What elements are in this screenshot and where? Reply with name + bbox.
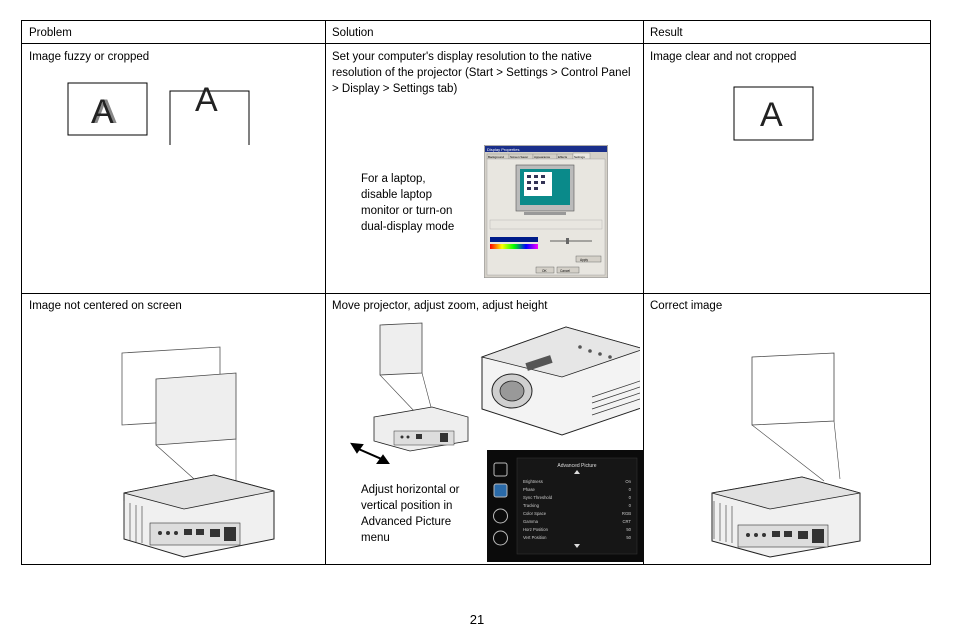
fuzzy-letter: A — [91, 93, 114, 131]
solution-move-projector: Move projector, adjust zoom, adjust heig… — [332, 300, 548, 312]
dialog-apply-button: Apply — [580, 258, 588, 262]
projector-icon — [711, 476, 861, 558]
display-properties-dialog: Display Properties Background Screen Sav… — [484, 145, 608, 278]
row-divider — [22, 293, 930, 294]
menu-item-label: Sync Threshold — [523, 495, 553, 500]
header-problem: Problem — [29, 27, 72, 39]
dialog-tab: Settings — [574, 155, 585, 159]
menu-scroll-down-icon — [574, 544, 580, 548]
dialog-title: Display Properties — [487, 147, 519, 152]
result-clear: Image clear and not cropped — [650, 51, 797, 63]
page-number: 21 — [469, 612, 485, 627]
settings-menu-icon — [493, 508, 508, 524]
result-correct: Correct image — [650, 300, 723, 312]
menu-item-label: Gamma — [523, 519, 539, 524]
solution-laptop-note: For a laptop, disable laptop monitor or … — [361, 173, 455, 233]
projector-move-illustration — [350, 322, 640, 464]
large-projector-icon — [480, 326, 640, 436]
move-arrows-icon — [350, 442, 390, 464]
column-divider — [325, 21, 326, 564]
clear-letter: A — [760, 96, 783, 134]
menu-item-value: CRT — [622, 519, 631, 524]
advanced-menu-icon — [493, 530, 508, 546]
menu-item-label: Vert Position — [523, 535, 547, 540]
dialog-tab: Appearance — [534, 155, 551, 159]
menu-scroll-up-icon — [574, 470, 580, 474]
dialog-tab: Effects — [558, 155, 568, 159]
advanced-picture-menu: Advanced Picture Brightness On Phase 0 S… — [487, 450, 644, 562]
solution-menu-note: Adjust horizontal or vertical position i… — [361, 484, 460, 544]
menu-item-value: 50 — [626, 535, 631, 540]
fuzzy-cropped-illustration: A A A — [67, 81, 250, 145]
dialog-ok-button: OK — [542, 269, 547, 273]
menu-item-value: 0 — [629, 495, 632, 500]
problem-not-centered: Image not centered on screen — [29, 300, 182, 312]
small-projector-icon — [373, 406, 469, 452]
menu-item-value: On — [625, 479, 631, 484]
menu-item-value: 50 — [626, 527, 631, 532]
dialog-cancel-button: Cancel — [560, 269, 570, 273]
menu-item-label: Tracking — [523, 503, 540, 508]
projector-correct-illustration — [711, 352, 861, 558]
dialog-tab: Screen Saver — [510, 155, 528, 159]
header-result: Result — [650, 27, 683, 39]
picture-menu-icon — [493, 462, 508, 477]
projector-icon — [123, 474, 275, 558]
menu-item-label: Color Space — [523, 511, 547, 516]
row-divider — [22, 43, 930, 44]
menu-item-label: Horz Position — [523, 527, 549, 532]
projector-off-center-illustration — [121, 346, 275, 558]
troubleshooting-table: Problem Solution Result Image fuzzy or c… — [21, 20, 931, 565]
menu-item-label: Phase — [523, 487, 536, 492]
menu-item-label: Brightness — [523, 479, 543, 484]
column-divider — [643, 21, 644, 564]
fuzzy-letter-shadow: A — [94, 93, 117, 131]
dialog-tab: Background — [488, 155, 504, 159]
advanced-picture-menu-icon — [493, 483, 508, 498]
cropped-letter: A — [195, 81, 218, 119]
solution-resolution: Set your computer's display resolution t… — [332, 51, 631, 95]
menu-item-value: RGB — [622, 511, 631, 516]
menu-title: Advanced Picture — [557, 463, 596, 469]
header-solution: Solution — [332, 27, 374, 39]
menu-item-value: 0 — [629, 503, 632, 508]
menu-item-value: 0 — [629, 487, 632, 492]
problem-fuzzy: Image fuzzy or cropped — [29, 51, 150, 63]
clear-image-illustration: A — [733, 86, 814, 141]
